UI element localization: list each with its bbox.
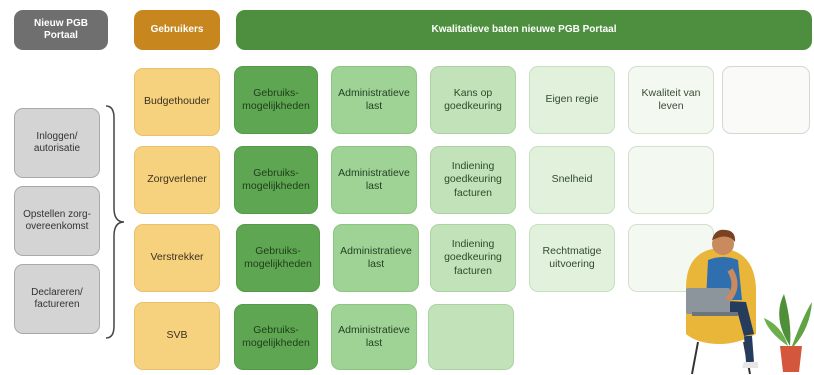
step-care-agreement: Opstellen zorg-overeenkomst	[14, 186, 100, 256]
users-header: Gebruikers	[134, 10, 220, 50]
benefit-cell: Kans op goedkeuring	[430, 66, 516, 134]
role-budgethouder: Budgethouder	[134, 68, 220, 136]
benefit-cell: Gebruiks-mogelijkheden	[234, 146, 318, 214]
benefit-cell: Kwaliteit van leven	[628, 66, 714, 134]
portal-header: Nieuw PGB Portaal	[14, 10, 108, 50]
benefit-cell-empty	[428, 304, 514, 370]
benefit-cell: Gebruiks-mogelijkheden	[236, 224, 320, 292]
benefit-cell: Indiening goedkeuring facturen	[430, 224, 516, 292]
role-verstrekker: Verstrekker	[134, 224, 220, 292]
benefit-cell: Gebruiks-mogelijkheden	[234, 66, 318, 134]
benefit-cell: Snelheid	[529, 146, 615, 214]
step-invoicing: Declareren/ factureren	[14, 264, 100, 334]
benefit-cell: Administratieve last	[333, 224, 419, 292]
curly-bracket	[105, 105, 125, 339]
benefit-cell: Administratieve last	[331, 304, 417, 370]
role-svb: SVB	[134, 302, 220, 370]
benefits-header: Kwalitatieve baten nieuwe PGB Portaal	[236, 10, 812, 50]
benefit-cell: Eigen regie	[529, 66, 615, 134]
benefit-cell: Administratieve last	[331, 66, 417, 134]
benefit-cell: Indiening goedkeuring facturen	[430, 146, 516, 214]
benefit-cell: Rechtmatige uitvoering	[529, 224, 615, 292]
role-zorgverlener: Zorgverlener	[134, 146, 220, 214]
person-laptop-illustration	[686, 229, 812, 375]
benefit-cell: Gebruiks-mogelijkheden	[234, 304, 318, 370]
benefit-cell-empty	[722, 66, 810, 134]
step-login: Inloggen/ autorisatie	[14, 108, 100, 178]
benefit-cell: Administratieve last	[331, 146, 417, 214]
benefit-cell-empty	[628, 146, 714, 214]
